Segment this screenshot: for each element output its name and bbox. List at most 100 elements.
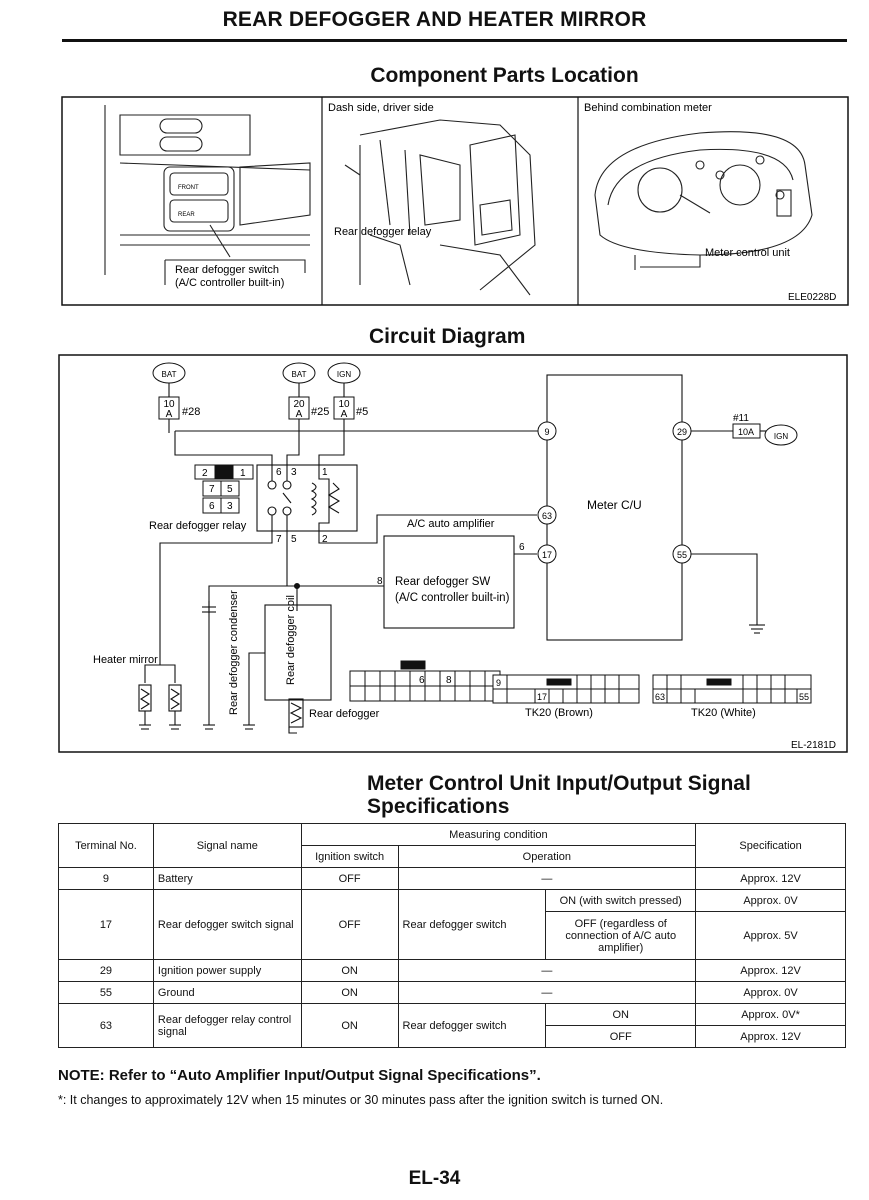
conn2-cell-17: 17 (537, 692, 547, 702)
terminal-55: 55 (677, 550, 687, 560)
meter-cu-label: Meter control unit (705, 247, 790, 259)
switch-rear-text: REAR (178, 212, 195, 218)
spec-cell: Approx. 0V* (695, 1003, 846, 1026)
conn2-cell-9: 9 (496, 678, 501, 688)
relay-conn-2: 2 (202, 468, 208, 479)
fuse3-unit: A (341, 409, 348, 420)
signal-cell: Ignition power supply (152, 959, 302, 982)
spec-section-title: Meter Control Unit Input/Output Signal S… (367, 772, 751, 818)
table-row: 9 Battery OFF — Approx. 12V (58, 867, 846, 890)
spec-table: Terminal No. Signal name Measuring condi… (58, 823, 846, 1048)
spec-cell: Approx. 12V (695, 959, 846, 982)
tk20-white-label: TK20 (White) (691, 707, 756, 719)
relay-location-illustration (344, 119, 536, 296)
rear-defogger-label: Rear defogger (309, 708, 380, 720)
fuse1-unit: A (166, 409, 173, 420)
table-row: 55 Ground ON — Approx. 0V (58, 981, 846, 1004)
signal-cell: Rear defogger switch signal (152, 889, 302, 960)
ignition-cell: ON (300, 981, 399, 1004)
relay-conn-7: 7 (209, 484, 215, 495)
condenser-label: Rear defogger condenser (228, 590, 240, 715)
terminal-cell: 63 (58, 1003, 154, 1048)
relay-conn-3: 3 (227, 501, 233, 512)
relay-label: Rear defogger relay (149, 520, 247, 532)
relay-pin-6: 6 (276, 467, 282, 478)
coil-label: Rear defogger coil (285, 595, 297, 685)
relay-conn-5: 5 (227, 484, 233, 495)
header-ignition: Ignition switch (300, 845, 399, 868)
spec-cell: Approx. 12V (695, 1025, 846, 1048)
switch-label-line2: (A/C controller built-in) (175, 277, 284, 289)
spec-cell: Approx. 12V (695, 867, 846, 890)
conn1-cell-8: 8 (446, 675, 452, 686)
spec-cell: Approx. 5V (695, 911, 846, 960)
component-figure: FRONT REAR Rear defogger switch (A/C con… (61, 96, 849, 306)
terminal-29: 29 (677, 427, 687, 437)
circuit-figure-code: EL-2181D (791, 740, 836, 751)
operation-cell: — (397, 981, 697, 1004)
header-specification: Specification (695, 823, 846, 868)
table-row: 17 Rear defogger switch signal OFF Rear … (58, 889, 846, 960)
relay-pin-2: 2 (322, 534, 328, 545)
ign-label-1: IGN (337, 370, 351, 379)
switch-front-text: FRONT (178, 185, 199, 191)
terminal-63: 63 (542, 511, 552, 521)
table-row: 63 Rear defogger relay control signal ON… (58, 1003, 846, 1048)
operation-cell: Rear defogger switch (397, 1003, 547, 1048)
page-number: EL-34 (408, 1168, 461, 1189)
relay-pin-5: 5 (291, 534, 297, 545)
ignition-cell: ON (300, 959, 399, 982)
fuse4-rating: 10A (738, 427, 754, 437)
heater-mirror-label: Heater mirror (93, 654, 158, 666)
relay-label: Rear defogger relay (334, 226, 432, 238)
terminal-cell: 29 (58, 959, 154, 982)
component-figure-code: ELE0228D (788, 292, 836, 303)
spec-title-line2: Specifications (367, 795, 510, 818)
terminal-cell: 17 (58, 889, 154, 960)
title-rule (62, 39, 847, 42)
component-section-title: Component Parts Location (370, 64, 639, 87)
sw-pin-6: 6 (519, 542, 525, 553)
header-signal: Signal name (152, 823, 302, 868)
terminal-17: 17 (542, 550, 552, 560)
terminal-cell: 55 (58, 981, 154, 1004)
operation-cell: Rear defogger switch (397, 889, 547, 960)
meter-illustration (594, 131, 813, 270)
signal-cell: Ground (152, 981, 302, 1004)
condition-cell: ON (with switch pressed) (545, 889, 697, 912)
bat-label-2: BAT (292, 370, 307, 379)
fuse3-number: #5 (356, 406, 368, 418)
condition-cell: ON (545, 1003, 697, 1026)
circuit-diagram: BAT BAT IGN IGN 10 A #28 20 A #25 10 A #… (58, 354, 848, 753)
ignition-cell: ON (300, 1003, 399, 1048)
relay-pin-1: 1 (322, 467, 328, 478)
signal-cell: Battery (152, 867, 302, 890)
fuse2-unit: A (296, 409, 303, 420)
tk20-brown-label: TK20 (Brown) (525, 707, 593, 719)
bat-label-1: BAT (162, 370, 177, 379)
sw-pin-8: 8 (377, 576, 383, 587)
ac-amp-label: A/C auto amplifier (407, 518, 495, 530)
ignition-cell: OFF (300, 867, 399, 890)
header-operation: Operation (397, 845, 697, 868)
switch-illustration (104, 105, 311, 285)
panel2-header: Dash side, driver side (328, 102, 434, 114)
header-terminal: Terminal No. (58, 823, 154, 868)
spec-title-line1: Meter Control Unit Input/Output Signal (367, 772, 751, 795)
switch-label-line1: Rear defogger switch (175, 264, 279, 276)
fuse2-amp: 20 (293, 399, 305, 410)
fuse2-number: #25 (311, 406, 329, 418)
sw-label-line2: (A/C controller built-in) (395, 592, 510, 604)
table-row: 29 Ignition power supply ON — Approx. 12… (58, 959, 846, 982)
conn1-cell-6: 6 (419, 675, 425, 686)
spec-cell: Approx. 0V (695, 889, 846, 912)
sw-label-line1: Rear defogger SW (395, 576, 490, 588)
table-row: OFF (regardless of connection of A/C aut… (59, 911, 846, 960)
operation-cell: — (397, 959, 697, 982)
ign-label-2: IGN (774, 432, 788, 441)
fuse1-number: #28 (182, 406, 200, 418)
spec-cell: Approx. 0V (695, 981, 846, 1004)
relay-pin-3: 3 (291, 467, 297, 478)
terminal-9: 9 (544, 427, 549, 437)
operation-cell: — (397, 867, 697, 890)
